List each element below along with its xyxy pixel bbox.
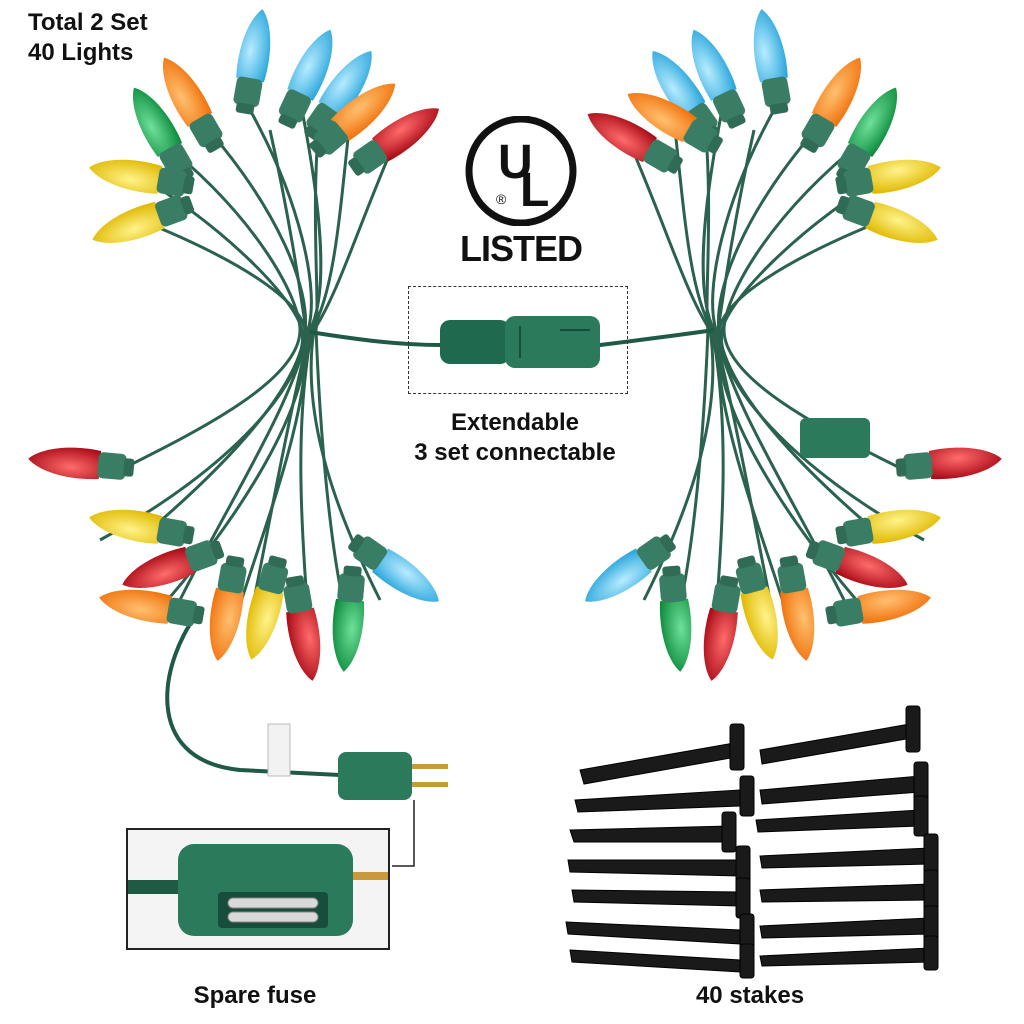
plug-cable bbox=[165, 608, 341, 777]
connector-highlight-box bbox=[408, 286, 628, 394]
set-count-line2: 40 Lights bbox=[28, 39, 134, 66]
stakes-left-column bbox=[565, 723, 755, 979]
fuse-plug-closeup bbox=[128, 844, 388, 936]
set-count-label: Total 2 Set 40 Lights bbox=[28, 8, 148, 68]
connector-caption: Extendable 3 set connectable bbox=[380, 408, 650, 468]
set-count-line1: Total 2 Set bbox=[28, 9, 148, 36]
stakes-bundle bbox=[565, 705, 939, 979]
spare-fuse-inset bbox=[126, 828, 390, 950]
wire-bundle-left bbox=[99, 99, 402, 641]
wall-plug bbox=[267, 723, 448, 800]
bulbs-left bbox=[26, 6, 448, 684]
spare-fuse-caption: Spare fuse bbox=[193, 982, 317, 1009]
ul-listed-logo: U L ® LISTED bbox=[456, 115, 586, 276]
svg-text:U: U bbox=[498, 136, 533, 189]
svg-text:L: L bbox=[520, 164, 549, 217]
stakes-caption: 40 stakes bbox=[695, 982, 805, 1009]
bulbs-right bbox=[576, 6, 1004, 684]
stakes-right-column bbox=[755, 705, 939, 971]
connector-caption-line1: Extendable bbox=[450, 409, 580, 436]
ul-listed-text: LISTED bbox=[459, 228, 583, 269]
wire-bundle-right bbox=[622, 99, 925, 641]
connector-plug bbox=[440, 316, 600, 368]
ul-circle-icon: U L ® bbox=[465, 115, 577, 227]
socket-box-right bbox=[800, 418, 870, 458]
svg-text:®: ® bbox=[496, 191, 507, 207]
connector-caption-line2: 3 set connectable bbox=[414, 439, 616, 466]
